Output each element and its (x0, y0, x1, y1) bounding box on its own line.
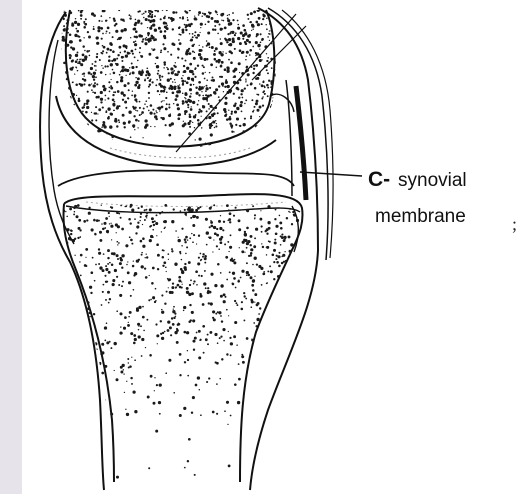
label-c-trailing-mark: ; (512, 214, 517, 234)
label-c-synovial-membrane: C- synovial membrane ; (368, 168, 517, 234)
label-c-letter: C- (368, 168, 390, 191)
label-c-line2: membrane (375, 206, 466, 227)
lower-bone (59, 194, 306, 482)
upper-bone (58, 9, 280, 151)
label-c-line1: synovial (398, 170, 467, 191)
spongy-bone-stipple-upper (58, 9, 280, 151)
joint-cavity-line (58, 171, 294, 186)
spongy-bone-stipple-lower (59, 204, 306, 479)
label-leader-lines (176, 14, 362, 176)
